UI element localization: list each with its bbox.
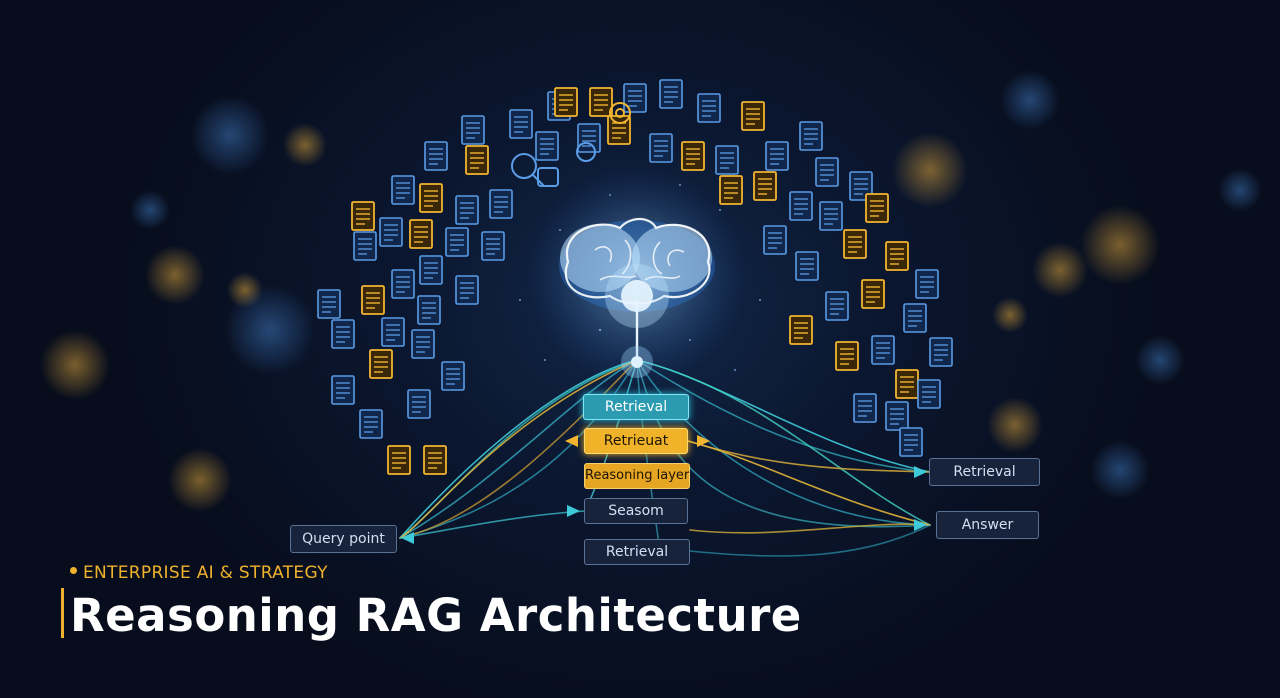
- flow-curves: [399, 359, 931, 557]
- label-retrieval-top: Retrieval: [583, 394, 689, 420]
- eyebrow-text: ENTERPRISE AI & STRATEGY: [83, 563, 328, 583]
- label-retrieval-right: Retrieval: [929, 458, 1040, 486]
- arrow-right-icon: [697, 435, 710, 447]
- label-retrieval-output: Retrieuat: [584, 428, 688, 454]
- label-retrieval-bottom: Retrieval: [584, 539, 690, 565]
- magnifier-icon: [511, 153, 559, 187]
- arrow-right-icon: [914, 519, 927, 531]
- label-reasoning-layer: Reasoning layer: [584, 463, 690, 489]
- page-title: Reasoning RAG Architecture: [70, 589, 802, 642]
- gear-icon: [576, 102, 631, 162]
- flow-arrows: [401, 435, 927, 544]
- bokeh-lights: [40, 70, 1262, 512]
- brain-icon: [527, 165, 747, 385]
- arrow-left-icon: [565, 435, 578, 447]
- arrow-left-icon: [401, 532, 414, 544]
- title-accent-bar: [61, 588, 64, 638]
- arrow-right-icon: [567, 505, 580, 517]
- label-answer: Answer: [936, 511, 1039, 539]
- label-query-point: Query point: [290, 525, 397, 553]
- eyebrow-category: ENTERPRISE AI & STRATEGY: [70, 563, 328, 583]
- arrow-right-icon: [914, 466, 927, 478]
- label-seasom: Seasom: [584, 498, 688, 524]
- bullet-dot-icon: [70, 567, 77, 574]
